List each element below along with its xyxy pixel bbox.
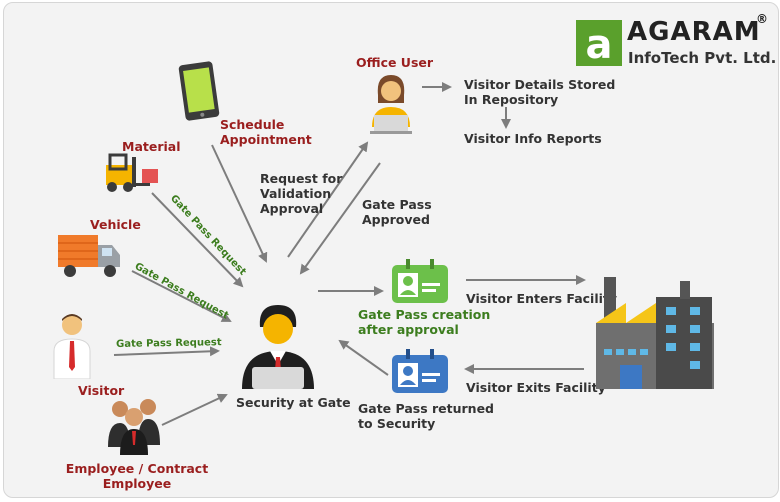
- arrow-request-validation: [287, 141, 369, 258]
- arrow-gate-pass-approved: [299, 162, 381, 275]
- gate-pass-returned-label-1: Gate Pass returned: [358, 401, 494, 416]
- visitor-label: Visitor: [78, 383, 125, 398]
- gate-pass-request-visitor-label: Gate Pass Request: [116, 337, 222, 350]
- arrow-employee-to-security: [161, 393, 228, 426]
- vehicle-label: Vehicle: [90, 217, 141, 232]
- truck-icon: [58, 235, 120, 277]
- arrow-gatepass-returned-to-security: [338, 339, 389, 376]
- schedule-appointment-label-2: Appointment: [220, 132, 312, 147]
- material-label: Material: [122, 139, 181, 154]
- visitor-icon: [53, 314, 91, 379]
- visitor-details-label-2: In Repository: [464, 92, 559, 107]
- gate-pass-creation-label-2: after approval: [358, 322, 459, 337]
- id-card-icon: [392, 259, 448, 303]
- employee-label-2: Employee: [102, 476, 172, 491]
- forklift-icon: [106, 153, 158, 192]
- brand-name: AGARAM: [627, 17, 761, 47]
- request-validation-label-1: Request for: [260, 171, 343, 186]
- office-user-label: Office User: [356, 55, 434, 70]
- schedule-appointment-label-1: Schedule: [220, 117, 285, 132]
- brand-subtitle: InfoTech Pvt. Ltd.: [628, 49, 777, 67]
- svg-text:a: a: [586, 22, 613, 66]
- request-validation-label-3: Approval: [260, 201, 324, 216]
- arrow-material-to-security: [151, 192, 244, 288]
- brand-logo-mark: a: [576, 20, 622, 68]
- office-user-icon: [370, 75, 412, 134]
- diagram-canvas: a AGARAM ® InfoTech Pvt. Ltd. Schedule A…: [3, 2, 779, 498]
- id-card-returned-icon: [392, 349, 448, 393]
- gate-pass-approved-label-1: Gate Pass: [362, 197, 432, 212]
- gate-pass-returned-label-2: to Security: [358, 416, 436, 431]
- gate-pass-approved-label-2: Approved: [362, 212, 430, 227]
- request-validation-label-2: Validation: [260, 186, 332, 201]
- visitor-enters-facility-label: Visitor Enters Facility: [466, 291, 618, 306]
- employee-label-1: Employee / Contract: [65, 461, 209, 476]
- smartphone-icon: [178, 61, 220, 121]
- factory-icon: [596, 277, 714, 389]
- registered-mark: ®: [756, 12, 768, 26]
- arrow-visitor-to-security: [113, 346, 220, 357]
- security-guard-icon: [242, 305, 314, 389]
- arrow-vehicle-to-security: [131, 270, 232, 322]
- security-at-gate-label: Security at Gate: [236, 395, 351, 410]
- brand-logo-icon: a: [586, 22, 613, 68]
- arrow-schedule-to-security: [211, 144, 268, 263]
- arrows-layer: [113, 82, 586, 426]
- visitor-info-reports-label: Visitor Info Reports: [464, 131, 602, 146]
- gate-pass-creation-label-1: Gate Pass creation: [358, 307, 491, 322]
- visitor-exits-facility-label: Visitor Exits Facility: [466, 380, 606, 395]
- employees-group-icon: [108, 399, 160, 455]
- visitor-details-label-1: Visitor Details Stored: [464, 77, 616, 92]
